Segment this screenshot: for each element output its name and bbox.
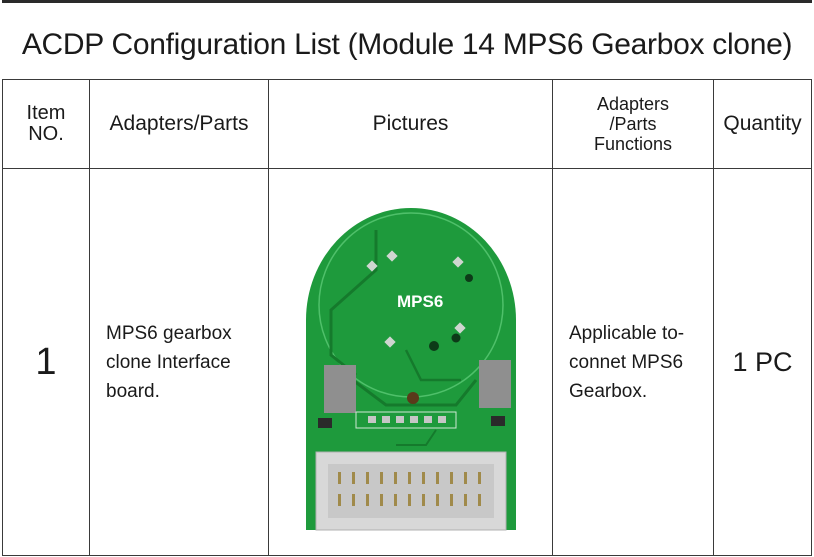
cell-picture: MPS6 <box>268 168 553 556</box>
page-title: ACDP Configuration List (Module 14 MPS6 … <box>21 28 793 61</box>
header-adapters-parts: Adapters/Parts <box>89 79 269 169</box>
mps6-pcb-board-image: MPS6 <box>305 208 516 531</box>
header-quantity: Quantity <box>713 79 812 169</box>
header-pictures: Pictures <box>268 79 553 169</box>
cell-item-no: 1 <box>2 168 90 556</box>
cell-quantity: 1 PC <box>713 168 812 556</box>
board-label: MPS6 <box>397 292 443 311</box>
